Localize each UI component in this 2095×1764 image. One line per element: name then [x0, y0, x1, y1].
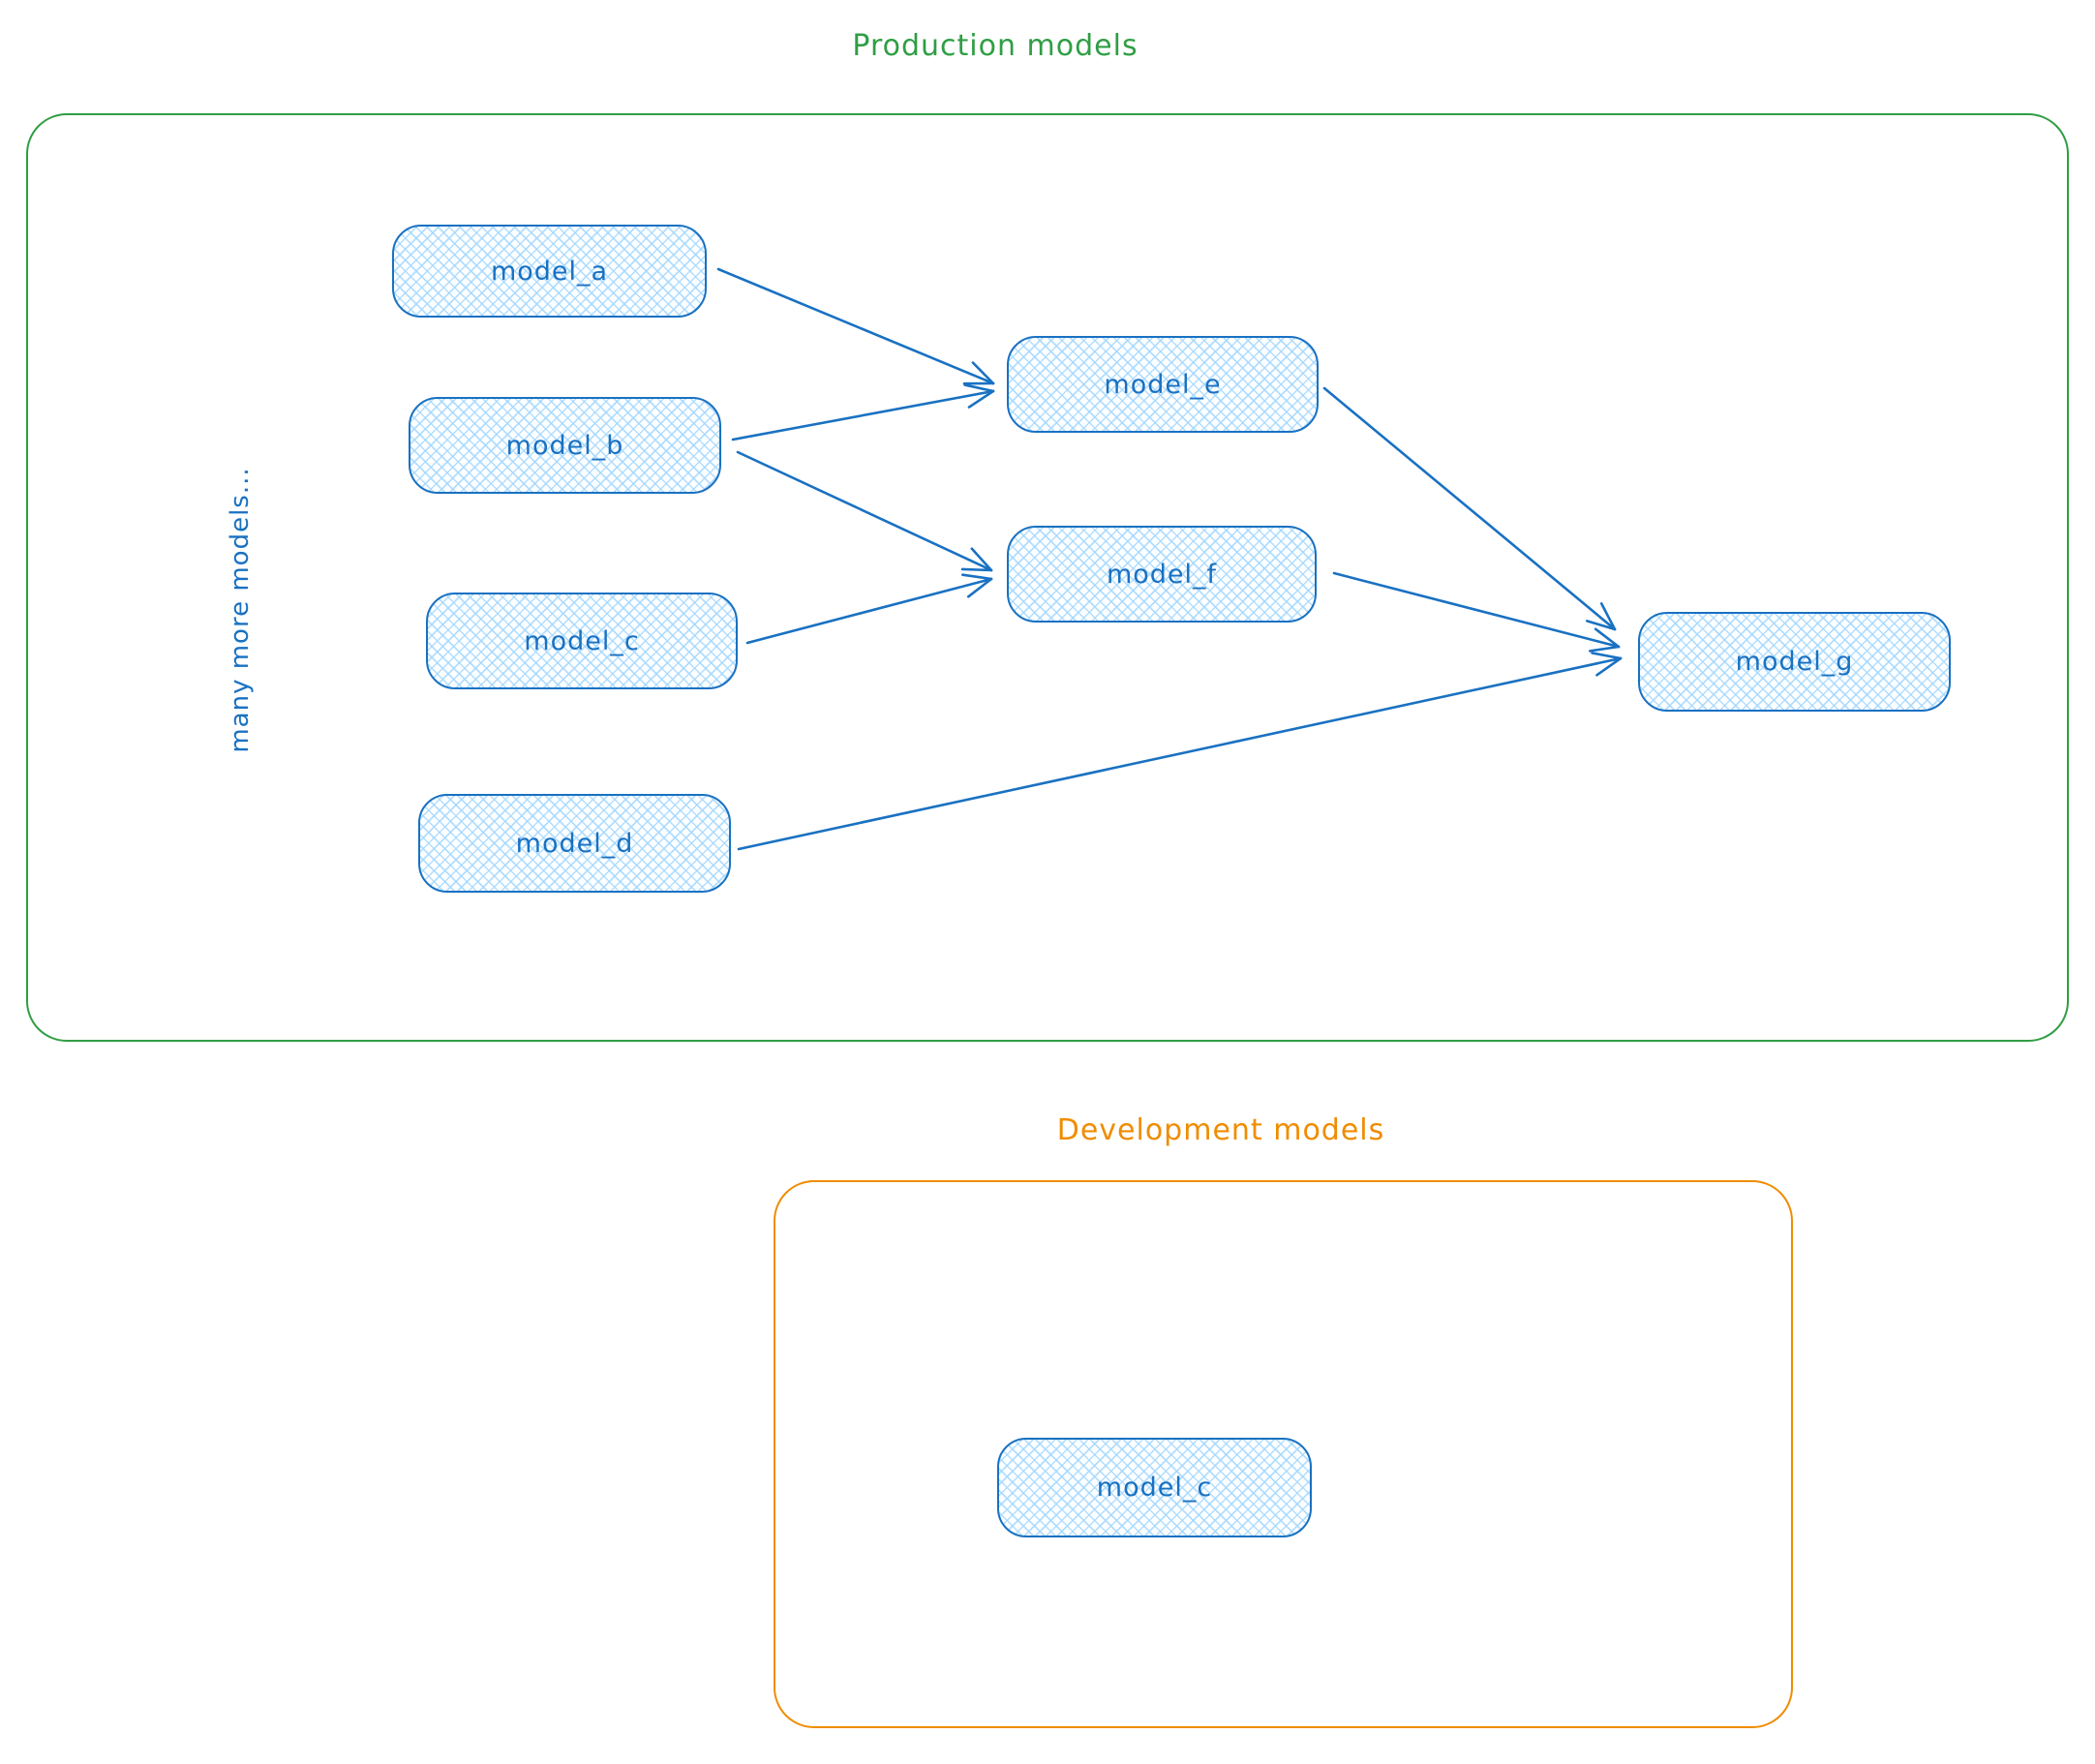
node-model_c: model_c [426, 593, 738, 689]
node-label: model_c [1096, 1473, 1213, 1503]
node-label: model_c [524, 625, 640, 656]
node-label: model_g [1735, 647, 1854, 677]
node-model_b: model_b [409, 397, 721, 494]
node-label: model_b [505, 430, 624, 461]
many-more-models-label: many more models... [226, 467, 255, 753]
production-container [26, 113, 2069, 1042]
node-model_e: model_e [1007, 336, 1319, 433]
node-model_f: model_f [1007, 526, 1317, 623]
node-label: model_e [1104, 369, 1222, 400]
production-title: Production models [852, 29, 1139, 63]
node-label: model_a [490, 256, 609, 287]
node-model_d: model_d [418, 794, 731, 893]
development-container [774, 1180, 1793, 1728]
node-model_c_dev: model_c [997, 1438, 1312, 1537]
node-model_g: model_g [1638, 612, 1951, 712]
node-model_a: model_a [392, 225, 707, 318]
node-label: model_f [1106, 559, 1218, 590]
node-label: model_d [515, 828, 634, 859]
development-title: Development models [1056, 1113, 1385, 1147]
